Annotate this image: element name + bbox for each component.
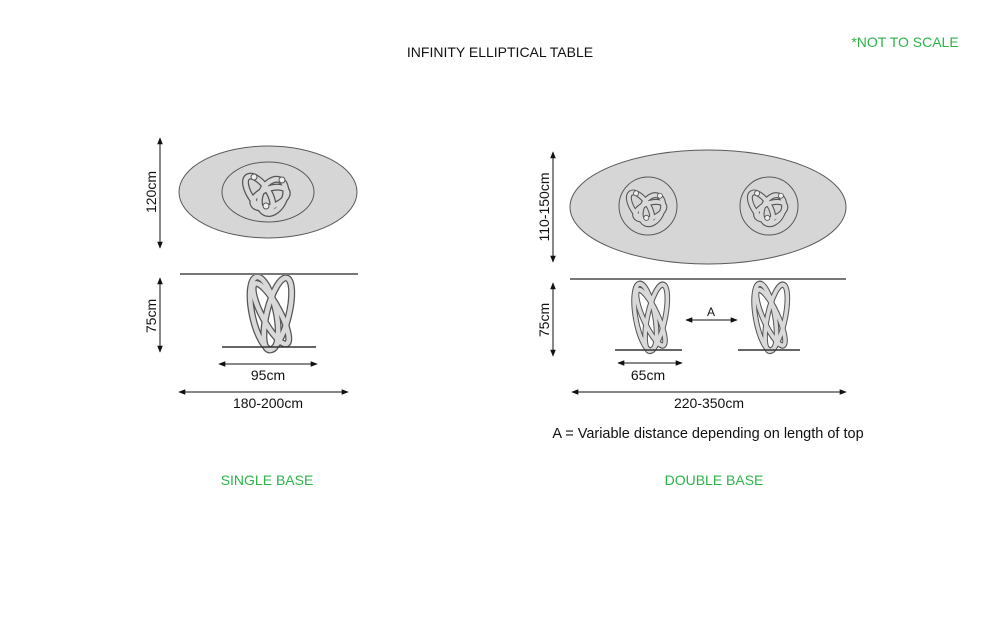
single-length-label: 180-200cm (233, 395, 303, 411)
double-knot-side-right-icon (750, 282, 792, 354)
single-width-label: 120cm (143, 171, 159, 213)
single-base-drawing: 120cm 75cm 95cm 180-200cm SINGLE BASE (143, 137, 358, 488)
distance-a-legend: A = Variable distance depending on lengt… (552, 426, 863, 442)
single-height-label: 75cm (143, 299, 159, 333)
distance-a-label: A (707, 305, 715, 319)
single-base-label: SINGLE BASE (221, 472, 314, 488)
double-knot-side-left-icon (630, 282, 672, 354)
not-to-scale-note: *NOT TO SCALE (851, 34, 958, 50)
double-base-drawing: 110-150cm A 75cm 65cm 220-350cm A = Vari… (536, 149, 864, 488)
single-knot-side-icon (245, 275, 298, 353)
single-base-width-label: 95cm (251, 367, 285, 383)
double-height-label: 75cm (536, 303, 552, 337)
double-length-label: 220-350cm (674, 395, 744, 411)
diagram-title: INFINITY ELLIPTICAL TABLE (407, 44, 593, 60)
double-table-top-view (569, 149, 847, 265)
double-width-label: 110-150cm (536, 172, 552, 241)
double-base-width-label: 65cm (631, 367, 665, 383)
double-base-label: DOUBLE BASE (665, 472, 764, 488)
